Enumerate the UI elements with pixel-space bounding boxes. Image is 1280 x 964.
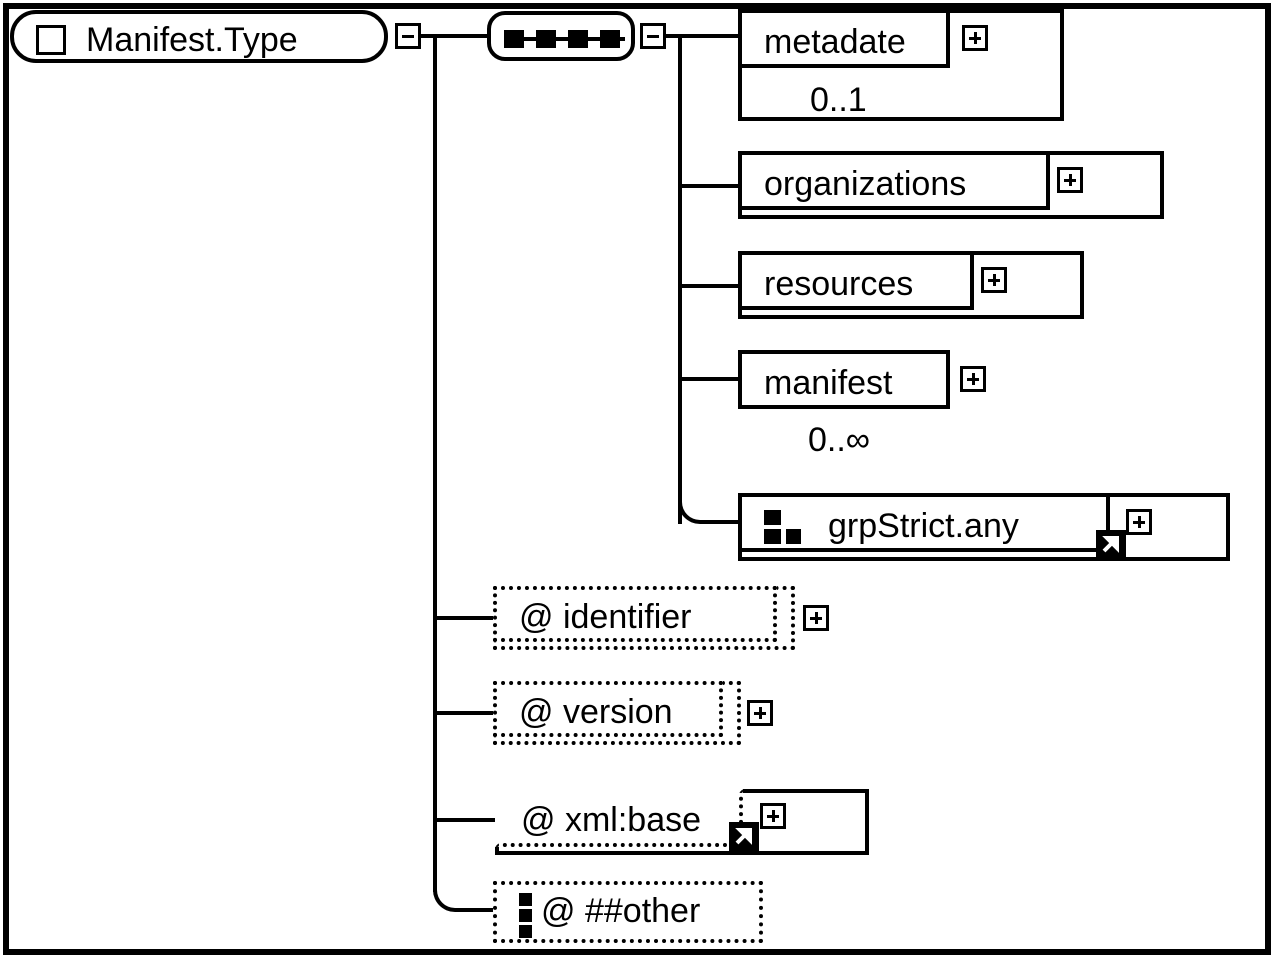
attribute-any-other-label: @ ##other xyxy=(541,892,701,930)
connector-to-manifest xyxy=(678,377,740,381)
sequence-expander-minus[interactable] xyxy=(640,23,666,49)
element-metadate-expander-plus[interactable] xyxy=(962,25,988,51)
element-grpstrict-any-label: grpStrict.any xyxy=(828,507,1019,545)
connector-sequence-stub xyxy=(665,34,740,38)
attribute-xml-base-expander-plus[interactable] xyxy=(760,803,786,829)
connector-to-identifier xyxy=(433,616,497,620)
attribute-identifier-container: @ identifier xyxy=(493,586,795,650)
attribute-xml-base-box[interactable]: @ xml:base xyxy=(495,789,743,847)
root-node-manifest-type[interactable]: Manifest.Type xyxy=(10,10,388,63)
element-manifest-label: manifest xyxy=(764,364,893,402)
connector-to-any-attribute xyxy=(475,908,499,912)
attribute-version-box[interactable]: @ version xyxy=(493,681,723,737)
element-manifest-cardinality: 0..∞ xyxy=(808,421,871,459)
attribute-identifier-box[interactable]: @ identifier xyxy=(493,586,777,642)
attribute-any-other-box[interactable]: @ ##other xyxy=(493,881,763,943)
element-resources-container: resources xyxy=(738,251,1084,319)
attribute-version-expander-plus[interactable] xyxy=(747,700,773,726)
connector-root-to-sequence xyxy=(420,34,488,38)
element-manifest-box[interactable]: manifest xyxy=(738,350,950,409)
element-organizations-expander-plus[interactable] xyxy=(1057,167,1083,193)
attribute-identifier-expander-plus[interactable] xyxy=(803,605,829,631)
group-icon xyxy=(764,510,801,544)
element-manifest-expander-plus[interactable] xyxy=(960,366,986,392)
root-expander-minus[interactable] xyxy=(395,23,421,49)
element-trunk-line xyxy=(678,34,682,524)
connector-to-xml-base xyxy=(433,818,497,822)
attribute-version-container: @ version xyxy=(493,681,741,745)
connector-to-version xyxy=(433,711,497,715)
connector-to-organizations xyxy=(678,184,740,188)
element-organizations-label: organizations xyxy=(764,165,967,203)
any-attribute-icon xyxy=(519,893,532,938)
element-resources-expander-plus[interactable] xyxy=(981,267,1007,293)
empty-square-icon xyxy=(36,25,66,55)
diagram-frame xyxy=(3,3,1271,955)
element-metadate-cardinality: 0..1 xyxy=(810,81,867,119)
attribute-trunk-elbow xyxy=(433,866,479,912)
element-grpstrict-any-container: grpStrict.any xyxy=(738,493,1230,561)
element-metadate-box[interactable]: metadate xyxy=(738,9,950,68)
element-organizations-box[interactable]: organizations xyxy=(738,151,1050,210)
element-trunk-elbow xyxy=(678,478,724,524)
attribute-xml-base-label: @ xml:base xyxy=(521,801,702,839)
element-grpstrict-any-box[interactable]: grpStrict.any xyxy=(738,493,1110,552)
element-metadate-label: metadate xyxy=(764,23,906,61)
element-resources-label: resources xyxy=(764,265,914,303)
connector-to-grpstrict-any xyxy=(720,520,742,524)
attribute-trunk-line xyxy=(433,34,437,892)
attribute-version-label: @ version xyxy=(519,693,673,731)
element-organizations-container: organizations xyxy=(738,151,1164,219)
element-grpstrict-any-expander-plus[interactable] xyxy=(1126,509,1152,535)
connector-to-resources xyxy=(678,284,740,288)
reference-arrow-icon[interactable] xyxy=(729,822,759,852)
attribute-xml-base-container: @ xml:base xyxy=(495,789,869,855)
element-metadate-container: metadate 0..1 xyxy=(738,9,1064,121)
root-node-label: Manifest.Type xyxy=(86,21,298,59)
reference-arrow-icon[interactable] xyxy=(1096,530,1126,560)
sequence-connector-icon[interactable] xyxy=(487,11,635,61)
element-resources-box[interactable]: resources xyxy=(738,251,974,310)
attribute-identifier-label: @ identifier xyxy=(519,598,692,636)
